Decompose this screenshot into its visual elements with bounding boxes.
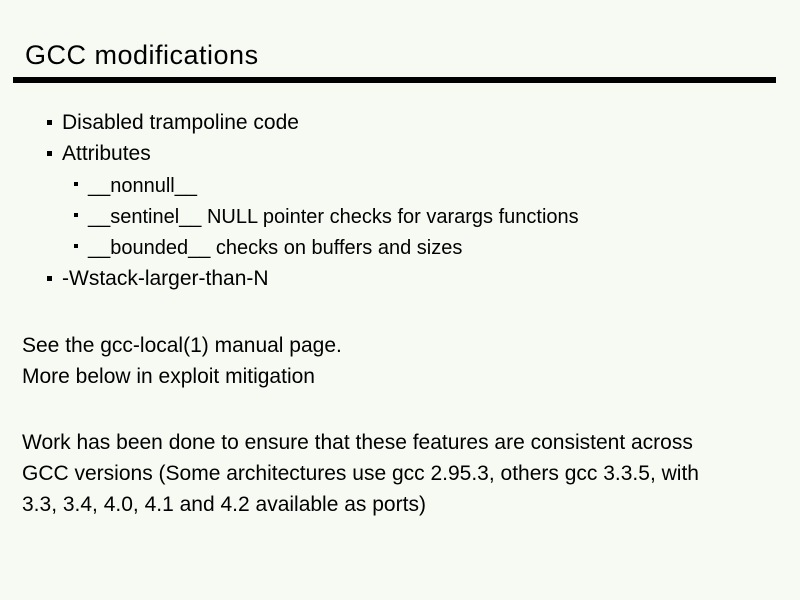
list-item: Attributes — [47, 142, 151, 166]
body-line: GCC versions (Some architectures use gcc… — [22, 462, 699, 485]
list-item: __sentinel__ NULL pointer checks for var… — [74, 205, 579, 229]
list-item-label: __sentinel__ NULL pointer checks for var… — [88, 206, 579, 228]
body-line: Work has been done to ensure that these … — [22, 431, 693, 454]
list-item-label: __bounded__ checks on buffers and sizes — [88, 237, 463, 259]
bullet-dot-icon — [74, 244, 78, 248]
list-item: __bounded__ checks on buffers and sizes — [74, 236, 463, 260]
bullet-square-icon — [47, 276, 52, 281]
note-line: More below in exploit mitigation — [22, 365, 315, 388]
bullet-square-icon — [47, 151, 52, 156]
title-underline — [13, 77, 776, 83]
bullet-dot-icon — [74, 182, 78, 186]
bullet-dot-icon — [74, 213, 78, 217]
slide-title: GCC modifications — [25, 40, 259, 70]
bullet-square-icon — [47, 120, 52, 125]
list-item-label: Disabled trampoline code — [62, 111, 299, 134]
list-item-label: __nonnull__ — [88, 175, 197, 197]
body-line: 3.3, 3.4, 4.0, 4.1 and 4.2 available as … — [22, 493, 426, 516]
list-item: __nonnull__ — [74, 174, 197, 198]
list-item-label: -Wstack-larger-than-N — [62, 267, 269, 290]
list-item: -Wstack-larger-than-N — [47, 267, 269, 291]
list-item-label: Attributes — [62, 142, 151, 165]
note-line: See the gcc-local(1) manual page. — [22, 334, 342, 357]
list-item: Disabled trampoline code — [47, 111, 299, 135]
